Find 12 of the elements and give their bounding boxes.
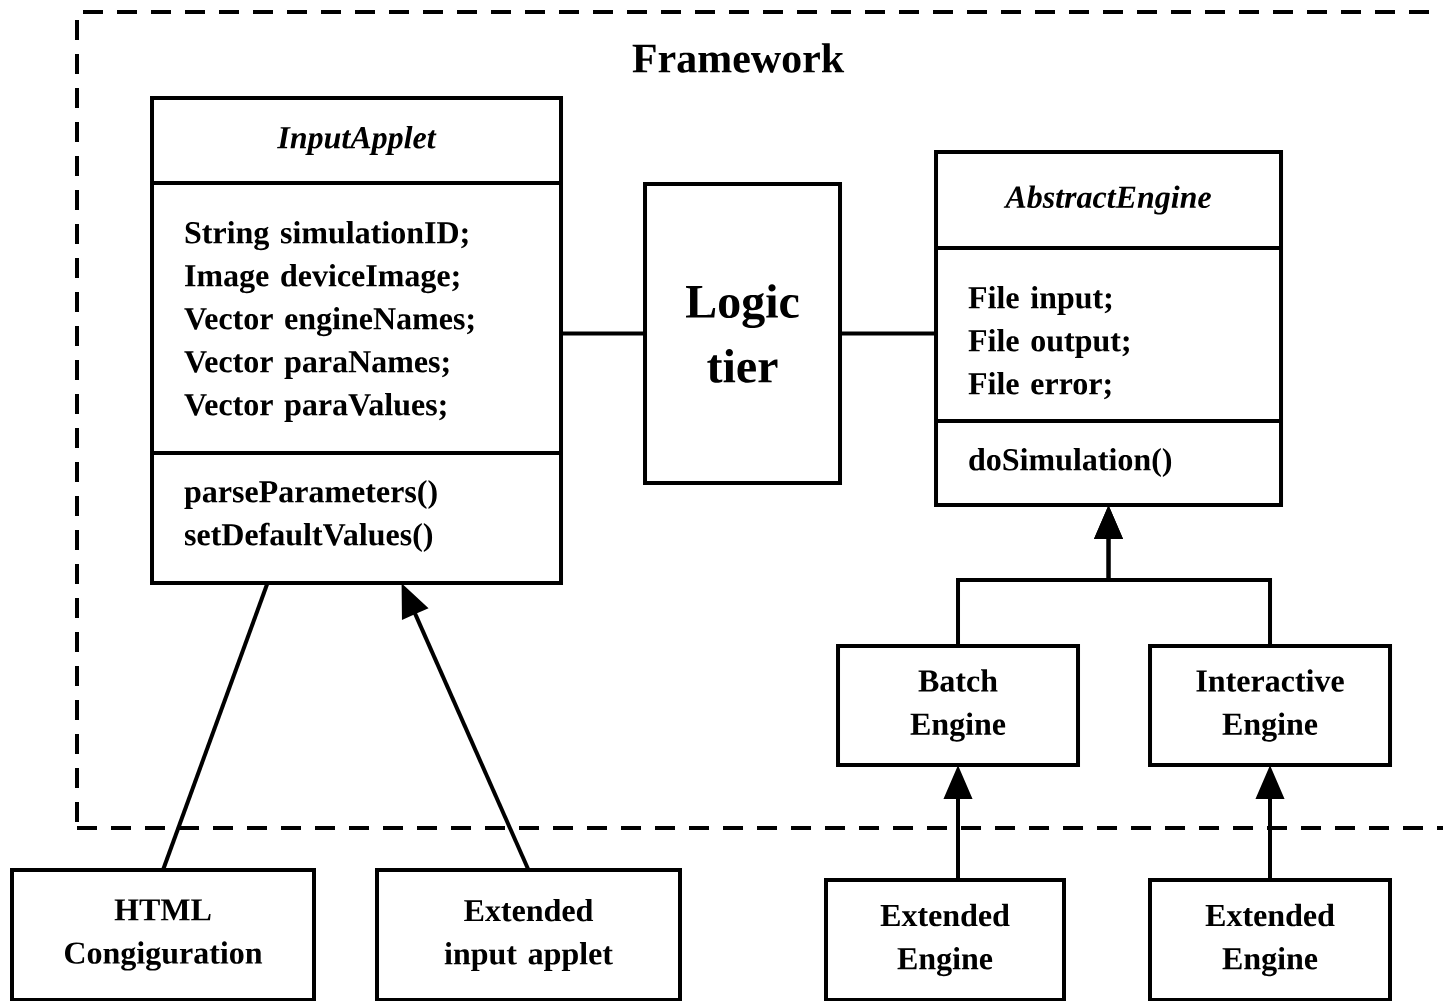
class-box: Extended Engine (824, 878, 1066, 1001)
connector-line (161, 582, 270, 871)
connector-line (561, 331, 645, 336)
class-box: HTML Congiguration (10, 868, 316, 1001)
tier-box: Logic tier (643, 182, 842, 485)
class-box: Batch Engine (836, 644, 1080, 767)
class-box: InputApplet String simulationID; Image deviceImage; Vector engineNames; Vector paraNames; Vector paraValues; parseParameters() setDefaultValues() (150, 96, 563, 585)
class-box: Extended input applet (375, 868, 682, 1001)
class-box: Extended Engine (1148, 878, 1393, 1001)
class-box: AbstractEngine File input; File output; File error; doSimulation() (934, 150, 1283, 507)
connector-line (840, 331, 936, 336)
class-box: Interactive Engine (1148, 644, 1393, 767)
